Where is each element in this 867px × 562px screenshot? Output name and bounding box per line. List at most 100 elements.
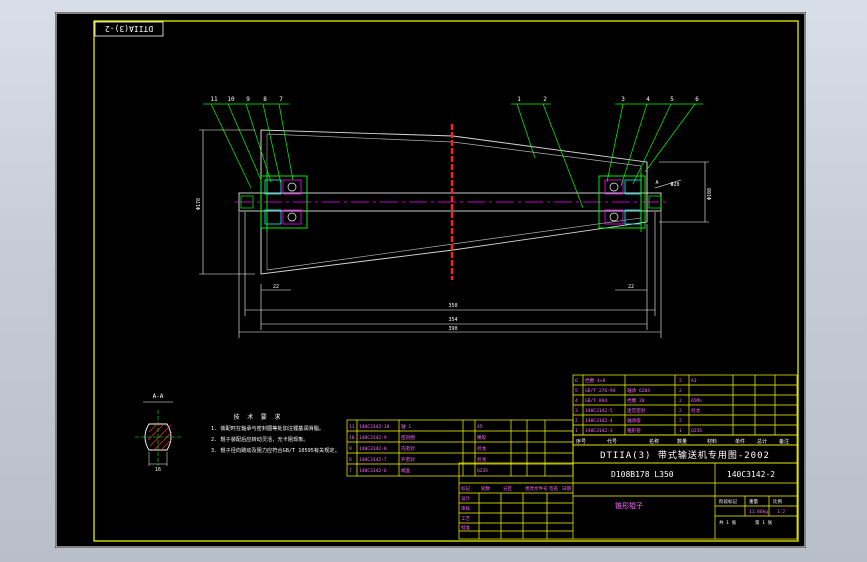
- spec-label: D108B178 L350: [611, 470, 674, 479]
- parts-cell: 迷宫密封: [627, 407, 646, 414]
- dim-right-dia: Φ108: [707, 188, 713, 200]
- parts-cell: 8: [349, 457, 352, 463]
- dim-body-length: 350: [448, 303, 457, 309]
- callout-label: 2: [543, 96, 547, 103]
- sign-cell: 审核: [461, 505, 470, 512]
- header-cell: 备注: [779, 438, 789, 445]
- meta-cell: 签名: [549, 485, 558, 492]
- callout-label: 8: [263, 96, 267, 103]
- dim-left-end: 22: [273, 284, 279, 290]
- parts-cell: 密封圈: [401, 434, 415, 441]
- sheet-info: 第 1 张: [755, 519, 773, 526]
- meta-cell: 分区: [503, 485, 512, 492]
- parts-cell: 2: [679, 418, 682, 424]
- title-block: [346, 374, 798, 540]
- parts-cell: 橡胶: [477, 434, 487, 441]
- parts-cell: 2: [575, 418, 578, 424]
- header-cell: 序号: [576, 438, 586, 445]
- parts-cell: 140C3142-3: [585, 428, 613, 434]
- meta-cell: 更改文件号: [525, 485, 548, 492]
- parts-cell: Q235: [691, 428, 702, 434]
- callout-label: 6: [695, 96, 699, 103]
- title-meta: 标记 处数 分区 更改文件号 签名 日期 设计 审核 工艺 批准: [461, 485, 571, 531]
- parts-cell: 尼龙: [477, 456, 487, 463]
- stage-block: 阶段标记 重量 比例 11.86kg 1:2 共 1 张 第 1 张: [719, 498, 785, 526]
- sign-cell: 设计: [461, 495, 470, 502]
- parts-cell: 轴 1: [401, 423, 411, 430]
- dim-bearing-span: 354: [448, 317, 457, 323]
- parts-cell: 140C3142-10: [359, 424, 390, 430]
- parts-cell: 4: [575, 398, 578, 404]
- parts-cell: 65Mn: [691, 398, 702, 404]
- parts-cell: Q235: [477, 468, 488, 474]
- section-width: 16: [155, 467, 161, 473]
- outer-border: [55, 12, 806, 548]
- callout-label: 5: [670, 96, 674, 103]
- scale-value: 1:2: [777, 509, 785, 515]
- header-cell: 代号: [607, 438, 617, 445]
- drawing-sheet: DTIIA(3)-2: [55, 12, 806, 548]
- section-outline: [144, 423, 172, 451]
- dimension-lines: [199, 129, 709, 338]
- part-name: 锥形辊子: [615, 501, 643, 510]
- parts-cell: GB/T 276-94: [585, 388, 616, 394]
- header-row: 序号 代号 名称 数量 材料 单件 总计 备注: [576, 438, 789, 445]
- tube-inner-top: [266, 133, 642, 167]
- parts-cell: 140C3142-4: [585, 418, 613, 424]
- parts-cell: 140C3142-7: [359, 457, 387, 463]
- dim-left-dia: Φ178: [196, 198, 202, 210]
- parts-cell: 1: [575, 428, 578, 434]
- sign-cell: 工艺: [461, 516, 470, 522]
- company-title: DTIIA(3) 带式输送机专用图-2002: [600, 449, 770, 461]
- note-line: 3. 辊子径向跳动及阻力应符合GB/T 10595有关规定。: [211, 446, 340, 454]
- note-line: 1. 装配时在轴承与密封圈等处加注锂基润滑脂。: [211, 424, 324, 432]
- stage-label: 比例: [773, 498, 782, 505]
- parts-cell: GB/T 894: [585, 398, 607, 404]
- parts-cell: 2: [679, 408, 682, 414]
- meta-cell: 日期: [562, 486, 571, 492]
- parts-cell: 轴承 6204: [627, 387, 650, 394]
- stage-label: 重量: [749, 498, 758, 505]
- roller-assembly: 11 10 9 8 7 1 2 3 4 5 6: [196, 96, 713, 338]
- parts-cell: 140C3142-8: [359, 446, 387, 452]
- parts-cell: 140C3142-6: [359, 468, 387, 474]
- parts-cell: 2: [679, 378, 682, 384]
- note-line: 2. 辊子装配后应转动灵活，无卡阻现象。: [211, 435, 309, 443]
- notes-title: 技 术 要 求: [234, 413, 283, 421]
- callout-label: 4: [646, 96, 650, 103]
- parts-cell: 11: [349, 424, 355, 430]
- weight-value: 11.86kg: [749, 509, 768, 515]
- parts-cell: 端盖: [401, 467, 411, 474]
- parts-cell: 轴承座: [627, 417, 641, 424]
- callout-label: 9: [246, 96, 250, 103]
- header-cell: 材料: [707, 438, 717, 445]
- parts-cell: 外密封: [401, 456, 415, 463]
- tube-inner-bottom: [266, 217, 642, 271]
- id-tag: DTIIA(3)-2: [105, 24, 153, 33]
- dimension-texts: 350 354 390 22 22 Φ178 Φ108 Φ20 A: [196, 180, 713, 332]
- sheet-info: 共 1 张: [719, 519, 737, 526]
- id-tag-box: [94, 21, 164, 37]
- header-cell: 总计: [757, 438, 767, 445]
- parts-cell: 尼龙: [691, 407, 701, 414]
- header-cell: 名称: [649, 438, 659, 445]
- left-callout-labels: 11 10 9 8 7: [210, 96, 283, 103]
- parts-cell: 挡圈 4×8: [585, 377, 605, 384]
- dim-shaft-dia: Φ20: [670, 182, 679, 188]
- dim-right-end: 22: [628, 284, 634, 290]
- header-cell: 单件: [735, 438, 745, 445]
- parts-cell: 9: [349, 446, 352, 452]
- section-hatch: [147, 423, 173, 451]
- technical-notes: 技 术 要 求 1. 装配时在轴承与密封圈等处加注锂基润滑脂。 2. 辊子装配后…: [211, 413, 340, 454]
- meta-cell: 处数: [481, 485, 490, 492]
- section-mark: A: [655, 180, 658, 186]
- parts-cell: 锥形管: [627, 427, 641, 434]
- callout-label: 1: [517, 96, 521, 103]
- parts-cell: 2: [679, 398, 682, 404]
- parts-cell: A3: [691, 378, 697, 384]
- parts-cell: 140C3142-5: [585, 408, 613, 414]
- callout-label: 11: [210, 96, 218, 103]
